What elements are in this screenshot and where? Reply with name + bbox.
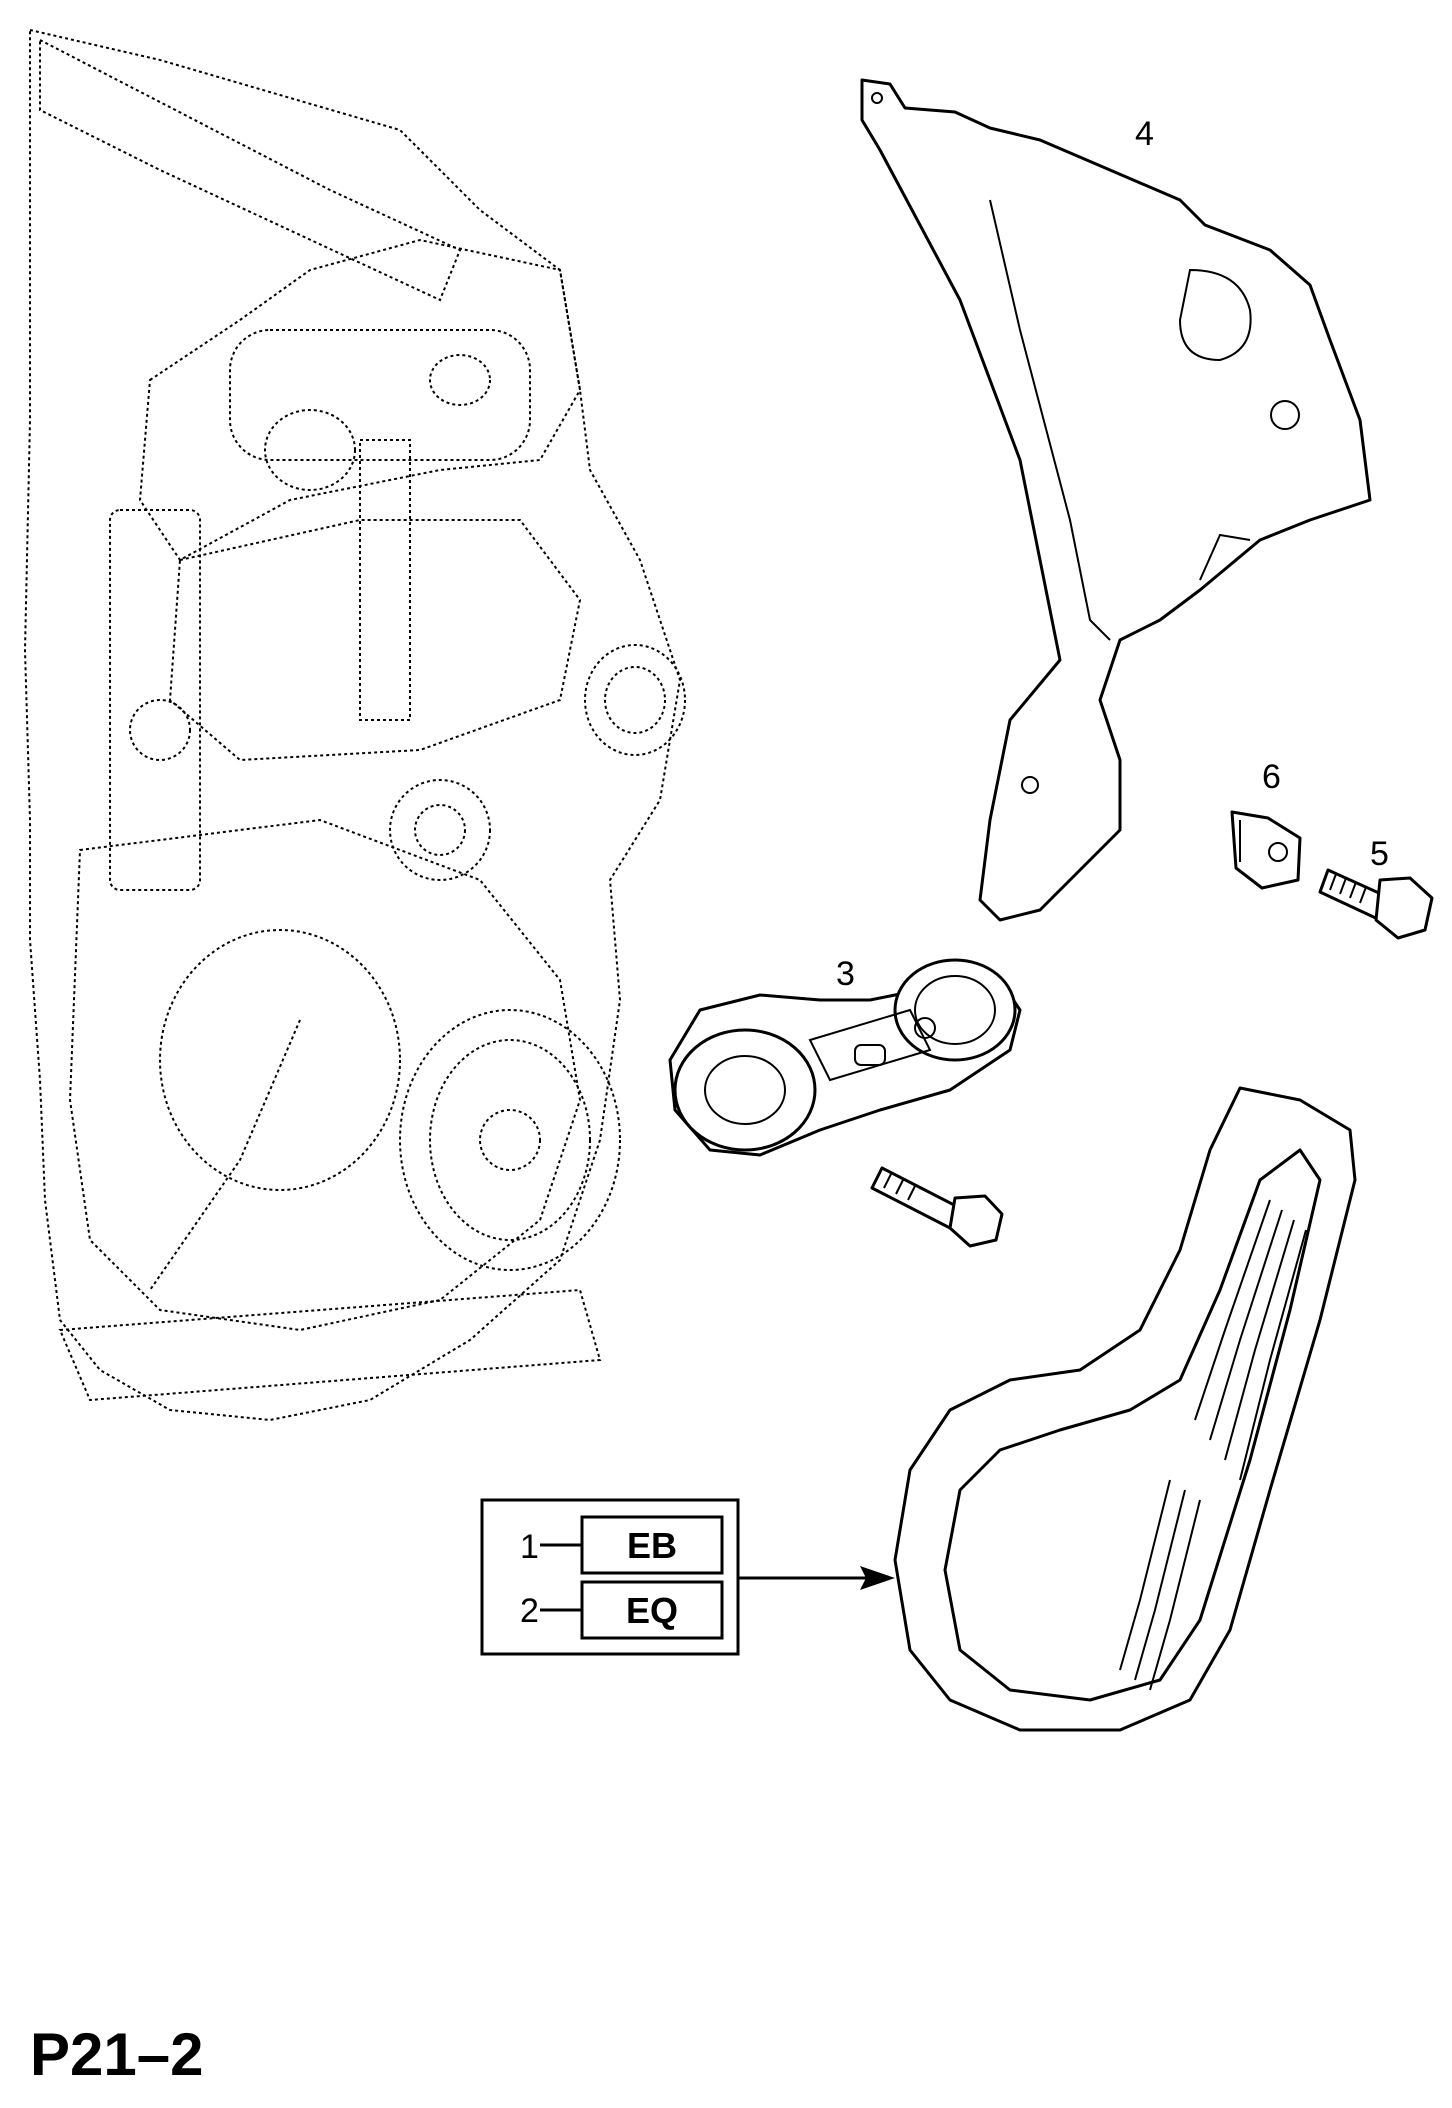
variant-index-1: 1 [520,1528,539,1566]
callout-4: 4 [1135,115,1154,153]
variant-code-eq: EQ [626,1590,678,1631]
variant-code-eb: EB [627,1525,677,1566]
variant-index-2: 2 [520,1592,539,1630]
variant-box: 1 2 EB EQ [480,1498,895,1656]
part-3-tensioner [668,958,1022,1157]
part-4-belt-cover [860,78,1372,922]
callout-6: 6 [1262,758,1281,796]
callout-labels: 4 6 5 3 [836,115,1389,993]
page-reference: P21–2 [30,2021,204,2088]
tensioner-bolt [870,1166,1004,1248]
callout-3: 3 [836,955,855,993]
engine-block [23,28,686,1422]
callout-5: 5 [1370,835,1389,873]
part-6-clip-nut [1230,810,1302,890]
drive-belt [893,1086,1357,1732]
arrow-head [860,1566,895,1590]
part-5-screw [1318,868,1434,940]
